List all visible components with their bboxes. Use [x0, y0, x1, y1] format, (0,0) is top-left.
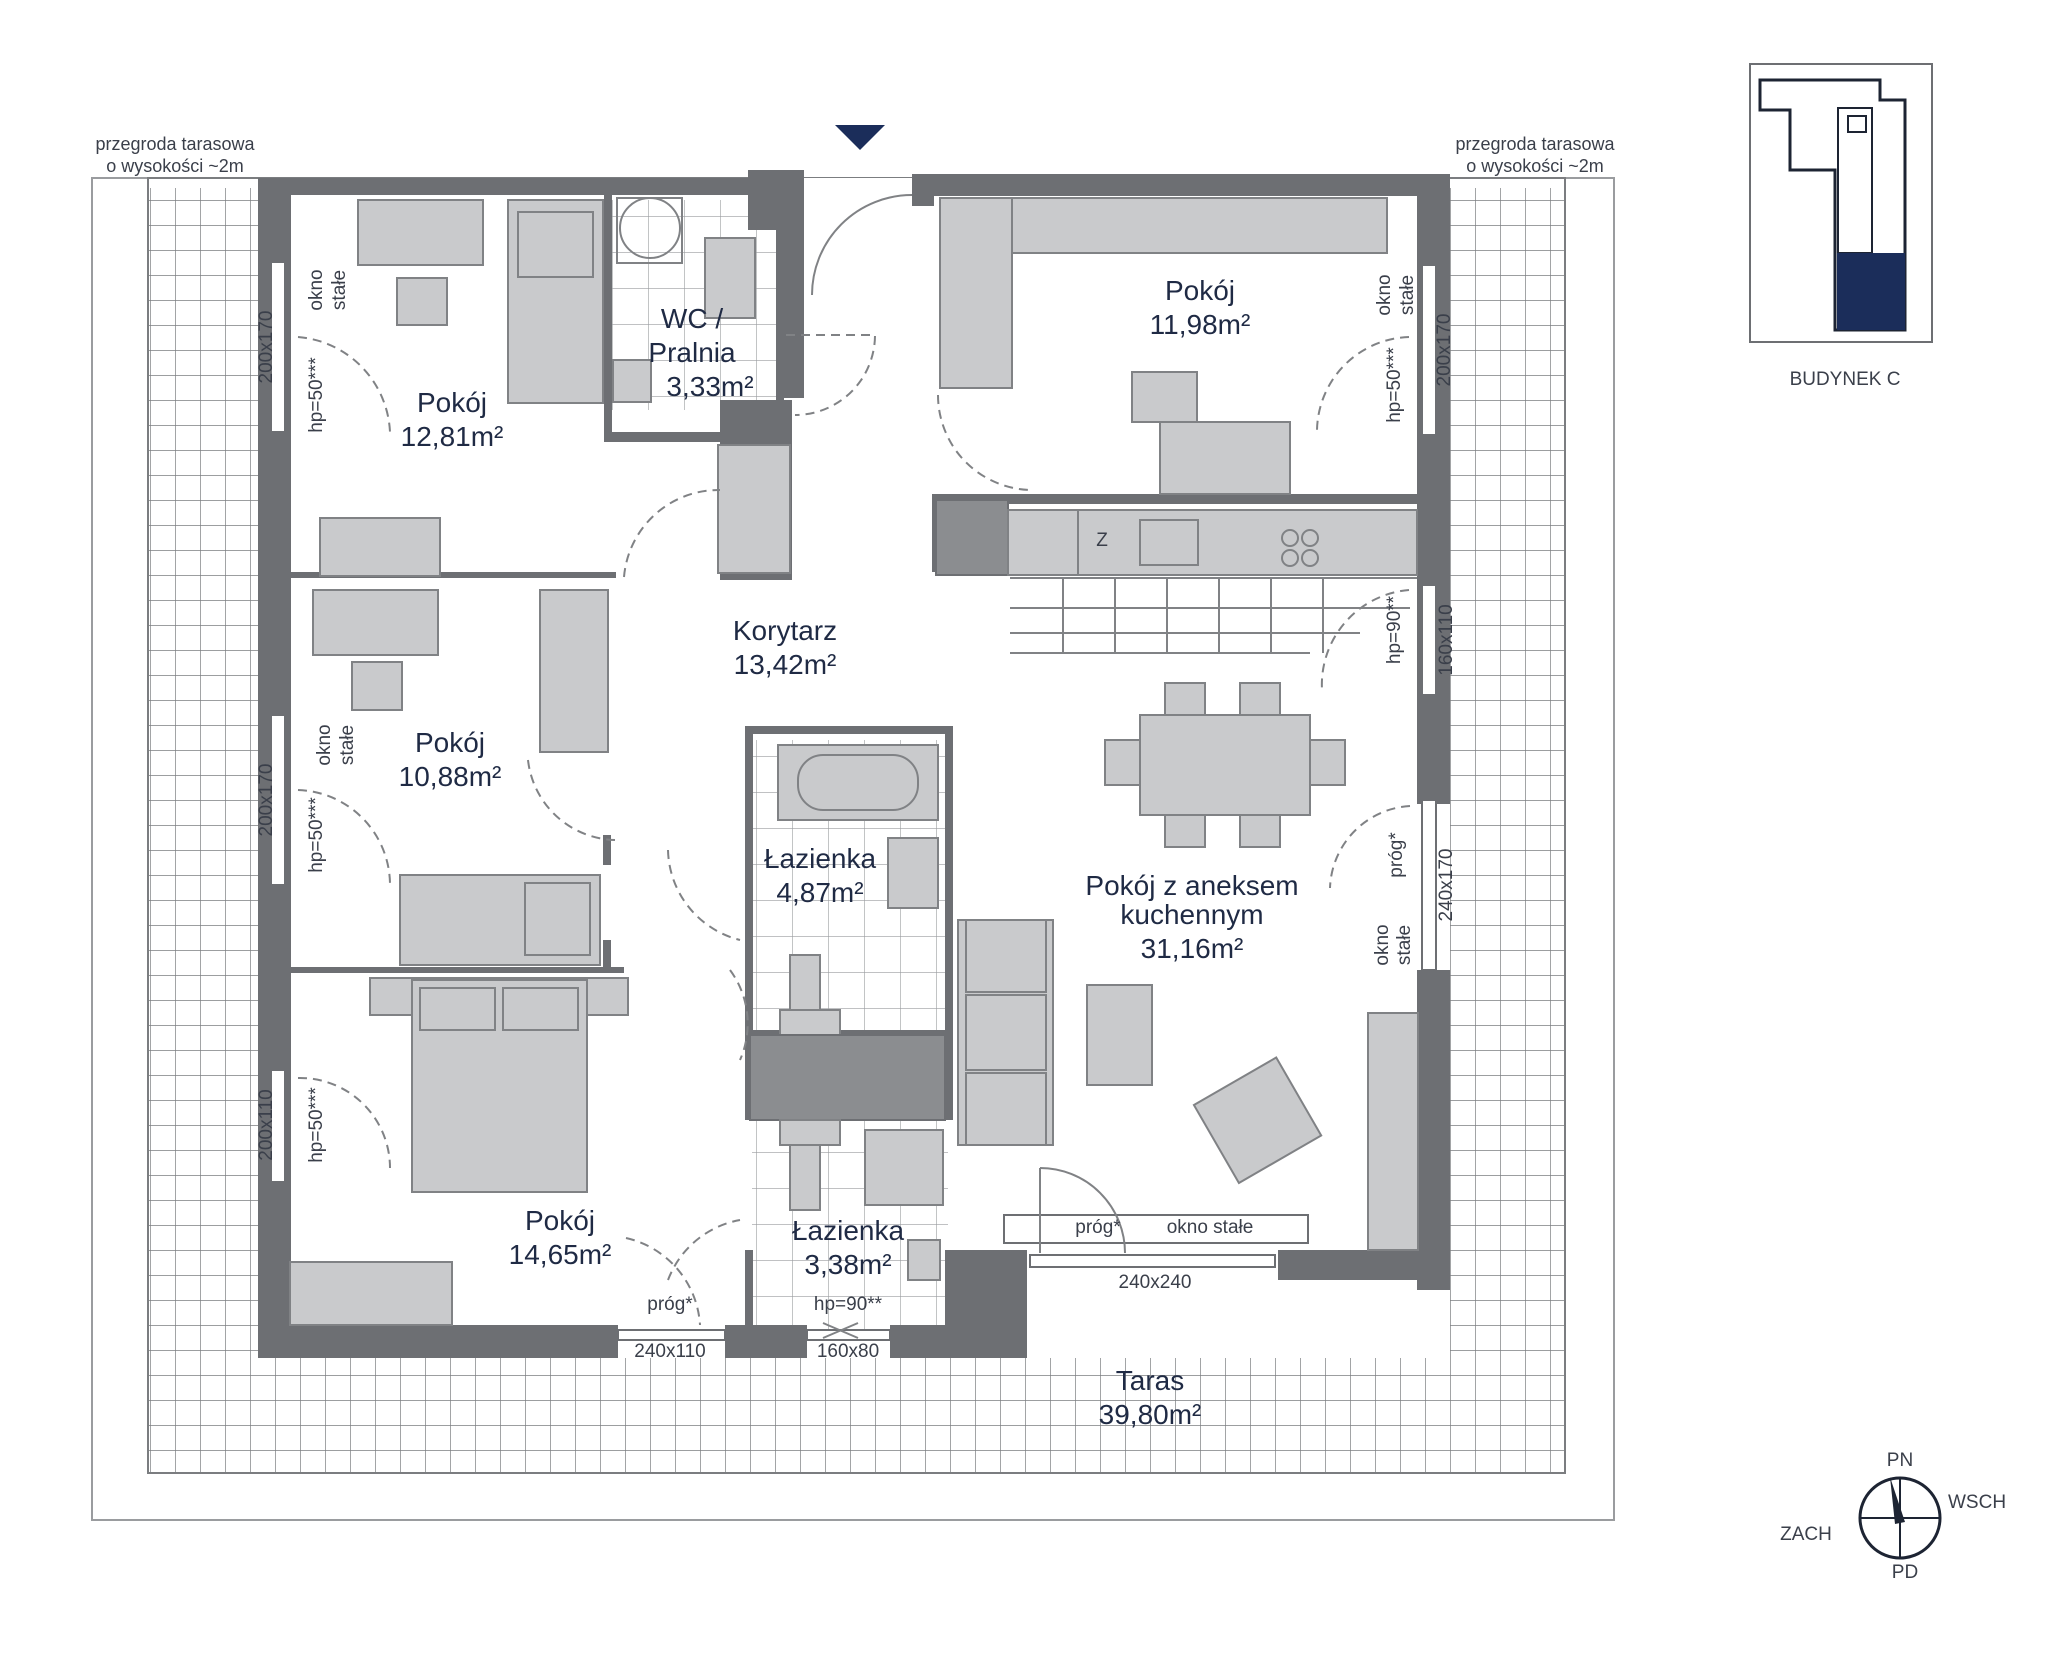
fixed-window-note: okno — [314, 724, 335, 765]
fixed-window-note: stałe — [1397, 275, 1418, 315]
room-name: kuchennym — [1120, 899, 1263, 930]
room-name: WC / — [661, 303, 723, 334]
building-key: BUDYNEK C — [1749, 63, 1933, 390]
fixed-window-note: okno stałe — [1167, 1217, 1254, 1238]
doors — [297, 194, 1411, 1339]
fixed-window-note: stałe — [329, 270, 350, 310]
room-area: 3,33m² — [666, 371, 753, 402]
compass-east: WSCH — [1948, 1492, 2006, 1513]
room-area: 11,98m² — [1150, 309, 1251, 340]
threshold-note: próg* — [647, 1294, 693, 1315]
window-size: 200x170 — [256, 311, 277, 384]
terrace-tiles-right — [1450, 188, 1565, 1473]
fixed-window-note: stałe — [337, 725, 358, 765]
partition-note: przegroda tarasowa — [1455, 134, 1615, 154]
fridge-label: Z — [1096, 530, 1108, 551]
partition-note: o wysokości ~2m — [1466, 156, 1604, 176]
fixed-window-note: stałe — [1394, 925, 1415, 965]
window-size: 200x110 — [256, 1089, 277, 1161]
room-area: 3,38m² — [804, 1249, 891, 1280]
fixed-window-note: okno — [1374, 274, 1395, 315]
window-size: 160x110 — [1436, 604, 1457, 676]
building-label: BUDYNEK C — [1790, 369, 1901, 390]
room-name: Pralnia — [648, 337, 736, 368]
room-area: 12,81m² — [401, 421, 504, 452]
sill-height-note: hp=50*** — [306, 357, 327, 433]
compass-north: PN — [1887, 1450, 1913, 1471]
compass-icon: PN WSCH PD ZACH — [1780, 1450, 2006, 1583]
compass-south: PD — [1892, 1562, 1918, 1583]
door-size: 240x240 — [1119, 1272, 1192, 1293]
sill-height-note: hp=50*** — [306, 797, 327, 873]
furniture — [289, 197, 1419, 1326]
window-size: 240x170 — [1436, 849, 1457, 922]
room-area: 39,80m² — [1099, 1399, 1202, 1430]
fixed-window-note: okno — [306, 269, 327, 310]
threshold-note: próg* — [1386, 832, 1407, 878]
terrace-tiles-left — [148, 188, 258, 1473]
partition-note: o wysokości ~2m — [106, 156, 244, 176]
room-name: Łazienka — [764, 843, 877, 874]
entrance-arrow-icon — [835, 125, 885, 150]
apartment-highlight — [1837, 253, 1905, 330]
room-area: 4,87m² — [776, 877, 863, 908]
room-area: 10,88m² — [399, 761, 502, 792]
room-name: Pokój — [1165, 275, 1235, 306]
door-size: 240x110 — [634, 1341, 706, 1362]
window-size: 200x170 — [1434, 314, 1455, 387]
room-name: Korytarz — [733, 615, 837, 646]
room-name: Taras — [1116, 1365, 1184, 1396]
room-name: Pokój — [417, 387, 487, 418]
threshold-note: próg* — [1075, 1217, 1121, 1238]
window-size: 160x80 — [817, 1341, 879, 1362]
sill-height-note: hp=50*** — [1384, 347, 1405, 423]
room-area: 31,16m² — [1141, 933, 1244, 964]
room-area: 14,65m² — [509, 1239, 612, 1270]
room-name: Łazienka — [792, 1215, 905, 1246]
sill-height-note: hp=90** — [1384, 595, 1405, 664]
partition-note: przegroda tarasowa — [95, 134, 255, 154]
room-name: Pokój — [525, 1205, 595, 1236]
room-name: Pokój z aneksem — [1085, 870, 1298, 901]
sill-height-note: hp=90** — [814, 1294, 883, 1315]
window-size: 200x170 — [256, 764, 277, 837]
room-area: 13,42m² — [734, 649, 837, 680]
compass-west: ZACH — [1780, 1524, 1832, 1545]
fixed-window-note: okno — [1372, 924, 1393, 965]
room-name: Pokój — [415, 727, 485, 758]
sill-height-note: hp=50*** — [306, 1087, 327, 1163]
